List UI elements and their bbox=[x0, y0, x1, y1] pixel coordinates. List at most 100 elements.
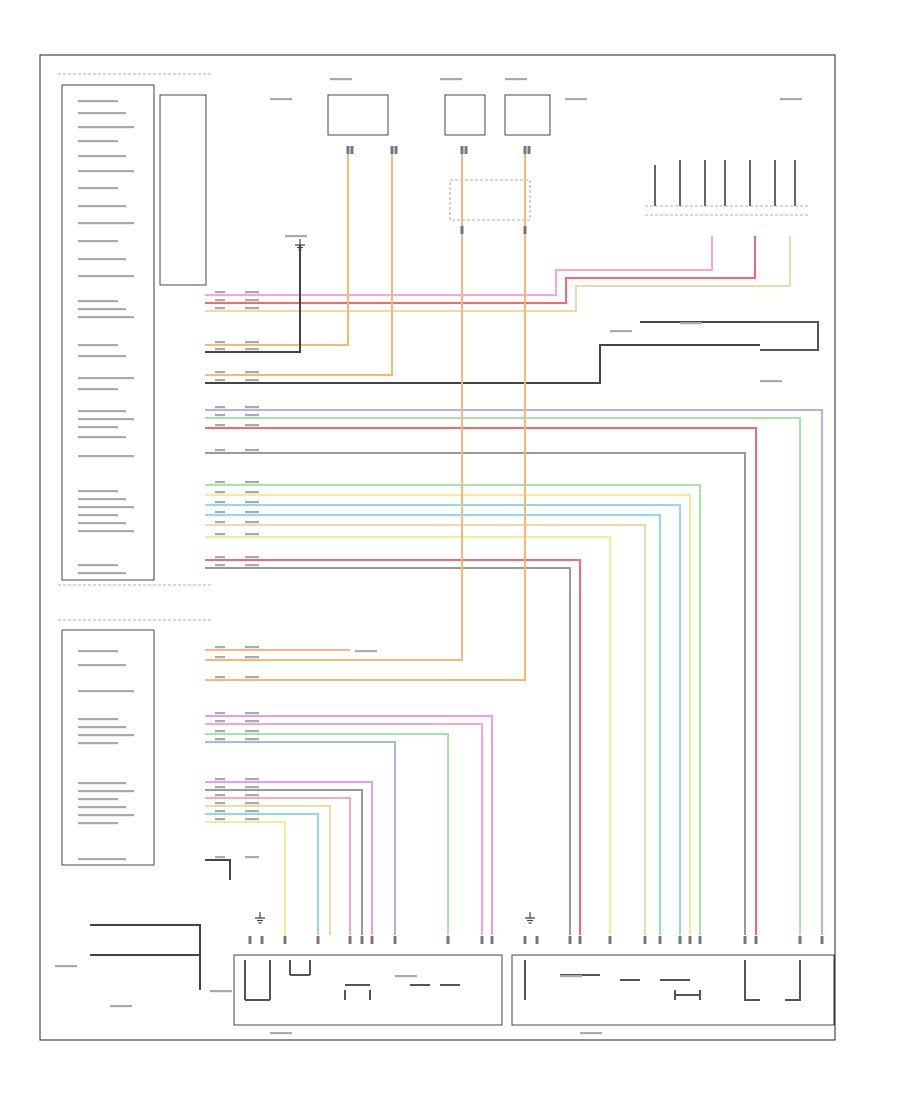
pin-label-mark bbox=[78, 726, 126, 729]
wire-color-code-mark bbox=[245, 738, 259, 741]
wire-color-code-mark bbox=[245, 786, 259, 789]
connector-pin bbox=[698, 936, 702, 944]
pin-label-mark bbox=[78, 112, 126, 115]
wire-color-code-mark bbox=[245, 810, 259, 813]
wire-color-code-mark bbox=[245, 341, 259, 344]
wire-set bbox=[90, 150, 823, 1001]
wire-black-2 bbox=[205, 344, 760, 384]
wire-red-2 bbox=[205, 427, 757, 935]
connector-pin bbox=[370, 936, 374, 944]
cushion-switch-4 bbox=[744, 960, 801, 1001]
cushion-sensor-right bbox=[524, 960, 600, 1000]
wire-color-code-mark bbox=[215, 856, 225, 859]
connector-pin bbox=[658, 936, 662, 944]
wire-color-code-mark bbox=[245, 856, 259, 859]
wire-color-code-mark bbox=[245, 778, 259, 781]
wire-cyan-3 bbox=[205, 813, 319, 935]
wire-color-code-mark bbox=[215, 730, 225, 733]
pin-label-mark bbox=[78, 572, 126, 575]
component-top-3 bbox=[504, 94, 551, 136]
wire-color-code-mark bbox=[215, 818, 225, 821]
pin-label-mark bbox=[78, 377, 134, 380]
annotation-mark bbox=[55, 965, 77, 968]
wire-pink-2 bbox=[205, 723, 483, 935]
pin-label-mark bbox=[78, 734, 134, 737]
pin-label-mark bbox=[78, 300, 118, 303]
annotation-mark bbox=[565, 98, 587, 101]
wire-color-code-mark bbox=[215, 491, 225, 494]
wire-color-code-mark bbox=[215, 307, 225, 310]
cushion-heater-1 bbox=[344, 984, 371, 1000]
component-top-2 bbox=[444, 94, 486, 136]
annotation-mark bbox=[285, 235, 307, 238]
connector-pin bbox=[820, 936, 824, 944]
wire-yellow-1 bbox=[205, 494, 691, 935]
annotation-mark bbox=[270, 1032, 292, 1035]
pin-label-mark bbox=[78, 258, 126, 261]
wire-color-code-mark bbox=[215, 348, 225, 351]
pin-label-mark bbox=[78, 690, 134, 693]
wire-color-code-mark bbox=[245, 533, 259, 536]
ground-icon bbox=[255, 912, 265, 924]
wire-gray-3 bbox=[205, 789, 363, 935]
pin-label-mark bbox=[78, 410, 126, 413]
pin-label-mark bbox=[78, 858, 126, 861]
pin-label-mark bbox=[78, 187, 118, 190]
connector-pin bbox=[798, 936, 802, 944]
wire-color-code-mark bbox=[215, 414, 225, 417]
pin-label-mark bbox=[78, 506, 134, 509]
connector-pin bbox=[643, 936, 647, 944]
wire-black-6 bbox=[90, 924, 201, 990]
wire-color-code-mark bbox=[215, 449, 225, 452]
connector-pin bbox=[346, 146, 350, 154]
wire-color-code-mark bbox=[215, 406, 225, 409]
connector-pin bbox=[523, 146, 527, 154]
component-mid-box bbox=[449, 179, 531, 221]
connector-pin bbox=[460, 146, 464, 154]
pin-label-mark bbox=[78, 140, 118, 143]
diagram-frame bbox=[39, 54, 836, 1041]
connector-pin bbox=[754, 936, 758, 944]
connector-pin bbox=[248, 936, 252, 944]
wire-blue-1 bbox=[205, 409, 823, 935]
wire-color-code-mark bbox=[215, 738, 225, 741]
wire-color-code-mark bbox=[245, 491, 259, 494]
wire-color-code-mark bbox=[215, 720, 225, 723]
pin-label-mark bbox=[78, 650, 118, 653]
connector-pin bbox=[490, 936, 494, 944]
pin-label-mark bbox=[78, 530, 134, 533]
pin-label-mark bbox=[78, 806, 126, 809]
connector-pin bbox=[350, 146, 354, 154]
connector-pin bbox=[283, 936, 287, 944]
front-passenger-cushion-module bbox=[233, 954, 503, 1026]
connector-pin bbox=[446, 936, 450, 944]
pin-label-mark bbox=[78, 814, 134, 817]
annotation-mark bbox=[355, 650, 377, 653]
connector-pin bbox=[523, 226, 527, 234]
wire-color-code-mark bbox=[245, 794, 259, 797]
connector-pin bbox=[464, 146, 468, 154]
connector-ticks bbox=[248, 146, 824, 944]
wire-color-code-mark bbox=[215, 676, 225, 679]
connector-pin bbox=[523, 936, 527, 944]
pin-label-mark bbox=[78, 205, 126, 208]
wire-gray-1 bbox=[205, 452, 746, 935]
wire-pink-3 bbox=[205, 797, 351, 935]
annotation-mark bbox=[270, 98, 292, 101]
annotation-mark bbox=[580, 1032, 602, 1035]
ground-icon bbox=[525, 912, 535, 924]
wire-color-code-mark bbox=[245, 521, 259, 524]
wire-color-code-mark bbox=[245, 646, 259, 649]
annotation-mark bbox=[680, 322, 702, 325]
wire-tan-2 bbox=[205, 524, 646, 935]
annotation-mark bbox=[610, 330, 632, 333]
pin-label-mark bbox=[78, 490, 118, 493]
wire-color-code-mark bbox=[245, 449, 259, 452]
wire-color-code-mark bbox=[245, 802, 259, 805]
pin-label-mark bbox=[78, 316, 134, 319]
pin-label-mark bbox=[78, 155, 126, 158]
wire-color-code-mark bbox=[245, 299, 259, 302]
pin-label-mark bbox=[78, 275, 134, 278]
annotation-mark bbox=[110, 1005, 132, 1008]
cushion-switch-1 bbox=[289, 960, 311, 976]
